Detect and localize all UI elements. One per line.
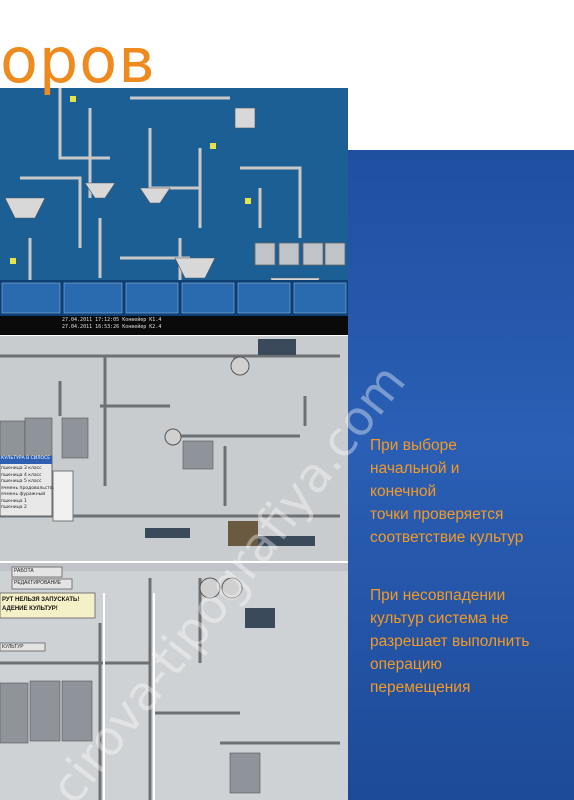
edit-button[interactable]: РЕДАКТИРОВАНИЕ	[14, 580, 62, 586]
text-line: перемещения	[370, 679, 471, 696]
culture-option[interactable]: ячмень фуражный	[1, 492, 46, 497]
text-line: При выборе	[370, 437, 457, 454]
scada-screenshot-top: 27.04.2011 17:12:05 Конвейер К1.4 27.04.…	[0, 88, 349, 358]
culture-dialog: пшеница 3 класс пшеница 4 класс пшеница …	[1, 466, 54, 512]
culture-option[interactable]: пшеница 4 класс	[1, 472, 42, 478]
work-button[interactable]: РАБОТА	[14, 568, 34, 574]
log-line: 27.04.2011 16:53:26 Конвейер К2.4	[62, 324, 162, 330]
page-title: оров	[0, 24, 156, 97]
scada-screenshot-middle: КУЛЬТУРА В СИЛОСЕ пшеница 3 класс пшениц…	[0, 336, 348, 561]
log-line: 27.04.2011 17:12:05 Конвейер К1.4	[62, 317, 162, 323]
text-line: разрешает выполнить	[370, 633, 530, 650]
culture-dialog-title: КУЛЬТУРА В СИЛОСЕ	[1, 456, 51, 461]
text-line: операцию	[370, 656, 443, 673]
alert-line: РУТ НЕЛЬЗЯ ЗАПУСКАТЬ!	[2, 597, 80, 603]
info-panel	[348, 150, 574, 800]
culture-box: КУЛЬТУР	[2, 644, 24, 650]
text-line: точки проверяется	[370, 506, 504, 523]
route-alert: РУТ НЕЛЬЗЯ ЗАПУСКАТЬ! АДЕНИЕ КУЛЬТУР!	[2, 596, 79, 614]
culture-option[interactable]: пшеница 2	[1, 505, 27, 510]
text-line: начальной и	[370, 460, 460, 477]
text-line: конечной	[370, 483, 437, 500]
culture-check-paragraph: При выборе начальной и конечной точки пр…	[370, 434, 523, 549]
text-line: культур система не	[370, 610, 509, 627]
culture-option[interactable]: ячмень продовольств.	[1, 485, 55, 491]
alert-line: АДЕНИЕ КУЛЬТУР!	[2, 606, 58, 612]
culture-option[interactable]: пшеница 3 класс	[1, 466, 42, 471]
culture-option[interactable]: пшеница 1	[1, 498, 27, 504]
text-line: При несовпадении	[370, 587, 506, 604]
event-log: 27.04.2011 17:12:05 Конвейер К1.4 27.04.…	[62, 317, 161, 331]
culture-mismatch-paragraph: При несовпадении культур система не разр…	[370, 584, 529, 699]
text-line: соответствие культур	[370, 529, 524, 546]
culture-option[interactable]: пшеница 5 класс	[1, 479, 42, 484]
scada-screenshot-bottom: РАБОТА РЕДАКТИРОВАНИЕ РУТ НЕЛЬЗЯ ЗАПУСКА…	[0, 563, 348, 800]
